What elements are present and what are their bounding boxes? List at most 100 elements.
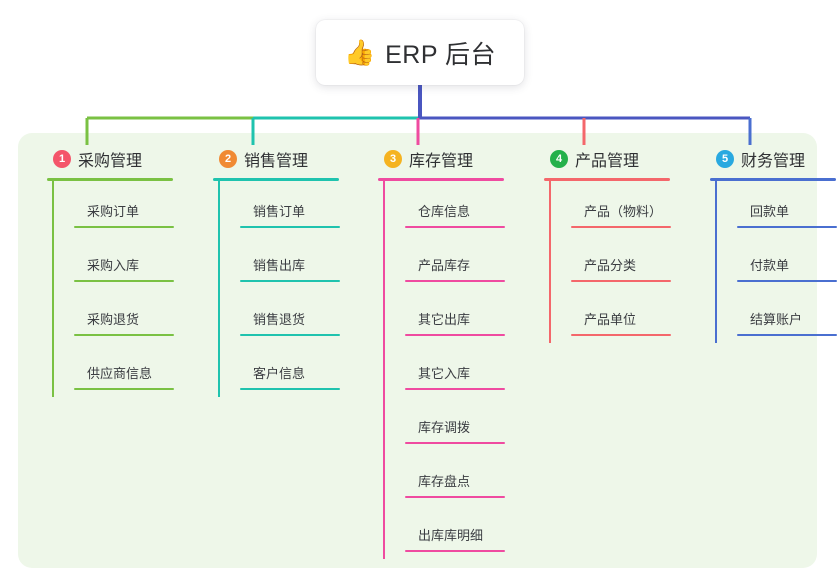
branch-item[interactable]: 销售订单 [221, 181, 349, 235]
branch-item[interactable]: 产品库存 [386, 235, 514, 289]
branch-item[interactable]: 库存调拨 [386, 397, 514, 451]
branch-item[interactable]: 供应商信息 [55, 343, 183, 397]
branch-items-4: 产品（物料） 产品分类产品单位 [530, 181, 680, 343]
branch-column-2: 2 销售管理销售订单销售出库销售退货客户信息 [199, 146, 349, 397]
branch-rule-1 [47, 178, 173, 181]
branch-item-label: 销售退货 [253, 312, 306, 327]
branch-items-5: 回款单付款单结算账户 [696, 181, 839, 343]
branch-item-label: 产品（物料） [584, 204, 663, 219]
branch-spine-4 [549, 181, 551, 343]
branch-item-rule [737, 226, 837, 228]
branch-item-label: 出库库明细 [418, 528, 484, 543]
branch-item[interactable]: 采购订单 [55, 181, 183, 235]
branch-rule-4 [544, 178, 670, 181]
thumbs-up-icon: 👍 [343, 38, 376, 67]
branch-item[interactable]: 产品（物料） [552, 181, 680, 235]
branch-item[interactable]: 仓库信息 [386, 181, 514, 235]
branch-item[interactable]: 采购退货 [55, 289, 183, 343]
branch-item-rule [240, 388, 340, 390]
branch-item[interactable]: 出库库明细 [386, 505, 514, 559]
branch-item[interactable]: 销售出库 [221, 235, 349, 289]
branch-item[interactable]: 采购入库 [55, 235, 183, 289]
branch-spine-2 [218, 181, 220, 397]
branch-items-3: 仓库信息产品库存其它出库其它入库库存调拨库存盘点出库库明细 [364, 181, 514, 559]
branch-badge-1: 1 [53, 150, 71, 168]
branch-header-2[interactable]: 2 销售管理 [199, 146, 349, 172]
branch-item[interactable]: 库存盘点 [386, 451, 514, 505]
branch-title-1: 采购管理 [78, 153, 143, 170]
branch-rule-5 [710, 178, 836, 181]
branch-badge-3: 3 [384, 150, 402, 168]
page-title: ERP 后台 [385, 40, 497, 69]
branch-title-4: 产品管理 [575, 153, 640, 170]
branch-item-rule [571, 280, 671, 282]
root-node[interactable]: 👍 ERP 后台 [316, 20, 524, 85]
branch-item-label: 销售订单 [253, 204, 306, 219]
branch-item-rule [240, 226, 340, 228]
branch-item[interactable]: 销售退货 [221, 289, 349, 343]
branch-item[interactable]: 结算账户 [718, 289, 839, 343]
branch-spine-5 [715, 181, 717, 343]
branch-item-rule [74, 280, 174, 282]
branch-column-1: 1 采购管理采购订单采购入库采购退货供应商信息 [33, 146, 183, 397]
branch-item-rule [240, 280, 340, 282]
branch-item-rule [571, 334, 671, 336]
branch-badge-4: 4 [550, 150, 568, 168]
branch-item[interactable]: 其它出库 [386, 289, 514, 343]
branch-item-label: 供应商信息 [87, 366, 153, 381]
branch-item[interactable]: 客户信息 [221, 343, 349, 397]
branch-rule-2 [213, 178, 339, 181]
branch-item[interactable]: 产品分类 [552, 235, 680, 289]
branch-item-rule [74, 388, 174, 390]
branch-item-rule [405, 226, 505, 228]
branch-item-rule [405, 280, 505, 282]
branch-item-label: 回款单 [750, 204, 790, 219]
branch-items-1: 采购订单采购入库采购退货供应商信息 [33, 181, 183, 397]
branch-item-rule [405, 496, 505, 498]
branch-item-rule [737, 280, 837, 282]
branch-badge-2: 2 [219, 150, 237, 168]
branch-item-label: 采购入库 [87, 258, 140, 273]
branch-spine-1 [52, 181, 54, 397]
branch-items-2: 销售订单销售出库销售退货客户信息 [199, 181, 349, 397]
branch-spine-3 [383, 181, 385, 559]
branch-item[interactable]: 产品单位 [552, 289, 680, 343]
branch-header-4[interactable]: 4 产品管理 [530, 146, 680, 172]
branch-item-label: 仓库信息 [418, 204, 471, 219]
branches-panel [18, 133, 817, 568]
branch-item[interactable]: 回款单 [718, 181, 839, 235]
branch-item-rule [571, 226, 671, 228]
branch-item-label: 库存盘点 [418, 474, 471, 489]
branch-header-5[interactable]: 5 财务管理 [696, 146, 839, 172]
branch-item-label: 其它出库 [418, 312, 471, 327]
branch-item[interactable]: 其它入库 [386, 343, 514, 397]
branch-item-label: 其它入库 [418, 366, 471, 381]
branch-item-label: 客户信息 [253, 366, 306, 381]
branch-item-rule [737, 334, 837, 336]
branch-column-5: 5 财务管理回款单付款单结算账户 [696, 146, 839, 343]
branch-item[interactable]: 付款单 [718, 235, 839, 289]
branch-item-rule [405, 442, 505, 444]
branch-rule-3 [378, 178, 504, 181]
branch-item-label: 付款单 [750, 258, 790, 273]
branch-item-rule [240, 334, 340, 336]
branch-title-2: 销售管理 [244, 153, 309, 170]
branch-item-label: 产品单位 [584, 312, 637, 327]
branch-header-1[interactable]: 1 采购管理 [33, 146, 183, 172]
branch-item-rule [74, 334, 174, 336]
branch-item-label: 产品分类 [584, 258, 637, 273]
branch-item-label: 采购订单 [87, 204, 140, 219]
branch-column-4: 4 产品管理产品（物料） 产品分类产品单位 [530, 146, 680, 343]
branch-item-rule [74, 226, 174, 228]
branch-title-5: 财务管理 [741, 153, 806, 170]
branch-item-label: 产品库存 [418, 258, 471, 273]
branch-badge-5: 5 [716, 150, 734, 168]
branch-item-label: 采购退货 [87, 312, 140, 327]
branch-item-rule [405, 550, 505, 552]
branch-item-label: 结算账户 [750, 312, 803, 327]
branch-item-label: 库存调拨 [418, 420, 471, 435]
branch-item-rule [405, 334, 505, 336]
